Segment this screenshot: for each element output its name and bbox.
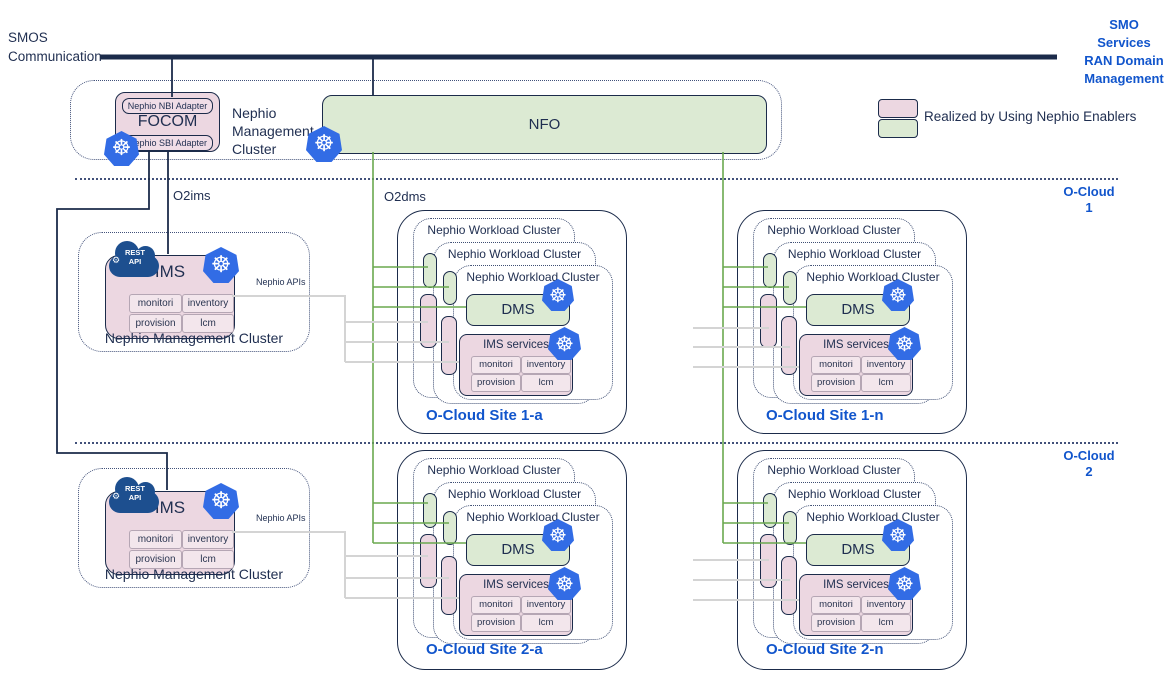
- service-box: inventory: [521, 596, 571, 614]
- dms-stub: [443, 271, 457, 305]
- dms-stub: [763, 253, 777, 288]
- site-label: O-Cloud Site 1-n: [766, 407, 884, 424]
- ocloud1-label: O-Cloud 1: [1063, 184, 1115, 215]
- service-box: provision: [471, 614, 521, 632]
- site-label: O-Cloud Site 1-a: [426, 407, 543, 424]
- nephio-management-cluster-label: Nephio Management Cluster: [232, 105, 314, 157]
- service-box: monitori: [811, 596, 861, 614]
- service-box: monitori: [811, 356, 861, 374]
- service-box: inventory: [521, 356, 571, 374]
- ims-services-label: IMS services: [483, 339, 549, 351]
- legend-pink-swatch: [878, 99, 918, 118]
- service-box: monitori: [129, 294, 182, 313]
- service-box: lcm: [861, 614, 911, 632]
- nephio-apis-label: Nephio APIs: [256, 277, 306, 287]
- service-box: inventory: [861, 596, 911, 614]
- ims-services-label: IMS services: [483, 579, 549, 591]
- ims-services-box: IMS services monitori inventory provisio…: [799, 574, 913, 636]
- nephio-management-cluster-ocloud1: IMS monitori inventory provision lcm RES…: [78, 232, 310, 352]
- smos-communication-label: SMOS Communication: [8, 30, 102, 64]
- ims-services-stub: [781, 556, 797, 615]
- nephio-management-cluster-ocloud2: IMS monitori inventory provision lcm RES…: [78, 468, 310, 588]
- workload-cluster-label: Nephio Workload Cluster: [466, 510, 600, 524]
- ims-services-box: IMS services monitori inventory provisio…: [459, 574, 573, 636]
- smo-services-label: SMO Services RAN Domain Management: [1084, 17, 1164, 86]
- workload-cluster-label: Nephio Workload Cluster: [427, 463, 561, 477]
- service-box: provision: [471, 374, 521, 392]
- service-box: monitori: [129, 530, 182, 549]
- service-box: provision: [129, 550, 182, 569]
- site-label: O-Cloud Site 2-n: [766, 641, 884, 658]
- workload-cluster-label: Nephio Workload Cluster: [767, 463, 901, 477]
- dms-stub: [783, 271, 797, 305]
- workload-cluster-label: Nephio Workload Cluster: [806, 510, 940, 524]
- service-box: inventory: [182, 530, 234, 549]
- ims-services-label: IMS services: [823, 339, 889, 351]
- dms-stub: [783, 511, 797, 545]
- nbi-adapter-box: Nephio NBI Adapter: [122, 98, 213, 114]
- workload-cluster-label: Nephio Workload Cluster: [806, 270, 940, 284]
- workload-cluster-label: Nephio Workload Cluster: [787, 247, 922, 261]
- ims-services-stub: [441, 556, 457, 615]
- kubernetes-icon: ☸: [882, 519, 914, 551]
- service-box: lcm: [521, 614, 571, 632]
- rest-api-icon: REST API ⚙: [109, 477, 159, 515]
- ims-services-stub: [441, 316, 457, 375]
- ims-services-box: IMS services monitori inventory provisio…: [459, 334, 573, 396]
- ims-services-stub: [760, 294, 777, 348]
- focom-label: FOCOM: [137, 113, 198, 130]
- dms-stub: [443, 511, 457, 545]
- ocloud-site-2a: Nephio Workload Cluster Nephio Workload …: [397, 450, 627, 670]
- service-box: provision: [811, 614, 861, 632]
- workload-cluster-label: Nephio Workload Cluster: [447, 247, 582, 261]
- ims-label: IMS: [154, 498, 186, 517]
- workload-cluster-label: Nephio Workload Cluster: [427, 223, 561, 237]
- workload-cluster-label: Nephio Workload Cluster: [447, 487, 582, 501]
- management-cluster-label: Nephio Management Cluster: [104, 330, 284, 346]
- ocloud-site-1n: Nephio Workload Cluster Nephio Workload …: [737, 210, 967, 434]
- service-box: inventory: [861, 356, 911, 374]
- service-box: provision: [811, 374, 861, 392]
- management-cluster-label: Nephio Management Cluster: [104, 566, 284, 582]
- dms-stub: [423, 253, 437, 288]
- service-box: lcm: [521, 374, 571, 392]
- service-box: inventory: [182, 294, 234, 313]
- workload-cluster-label: Nephio Workload Cluster: [466, 270, 600, 284]
- site-label: O-Cloud Site 2-a: [426, 641, 543, 658]
- ocloud-site-1a: Nephio Workload Cluster Nephio Workload …: [397, 210, 627, 434]
- gear-icon: ⚙: [112, 492, 121, 502]
- ims-services-stub: [420, 534, 437, 588]
- ims-services-stub: [781, 316, 797, 375]
- ocloud2-label: O-Cloud 2: [1063, 448, 1115, 479]
- service-box: monitori: [471, 356, 521, 374]
- o2ims-label: O2ims: [173, 188, 211, 203]
- ocloud2-separator: [75, 442, 1118, 444]
- service-box: monitori: [471, 596, 521, 614]
- nfo-box: NFO: [322, 95, 767, 154]
- gear-icon: ⚙: [112, 256, 121, 266]
- legend-label: Realized by Using Nephio Enablers: [924, 109, 1137, 124]
- ims-services-label: IMS services: [823, 579, 889, 591]
- workload-cluster-label: Nephio Workload Cluster: [787, 487, 922, 501]
- ims-services-stub: [420, 294, 437, 348]
- ims-services-stub: [760, 534, 777, 588]
- dms-stub: [423, 493, 437, 528]
- service-box: lcm: [861, 374, 911, 392]
- legend-green-swatch: [878, 119, 918, 138]
- nephio-apis-label: Nephio APIs: [256, 513, 306, 523]
- workload-cluster-label: Nephio Workload Cluster: [767, 223, 901, 237]
- ocloud1-separator: [75, 178, 1118, 180]
- rest-api-icon: REST API ⚙: [109, 241, 159, 279]
- dms-stub: [763, 493, 777, 528]
- focom-box: Nephio NBI Adapter FOCOM Nephio SBI Adap…: [115, 92, 220, 152]
- o2dms-label: O2dms: [384, 189, 426, 204]
- ocloud-site-2n: Nephio Workload Cluster Nephio Workload …: [737, 450, 967, 670]
- nephio-management-cluster-top-container: [70, 80, 782, 160]
- ims-services-box: IMS services monitori inventory provisio…: [799, 334, 913, 396]
